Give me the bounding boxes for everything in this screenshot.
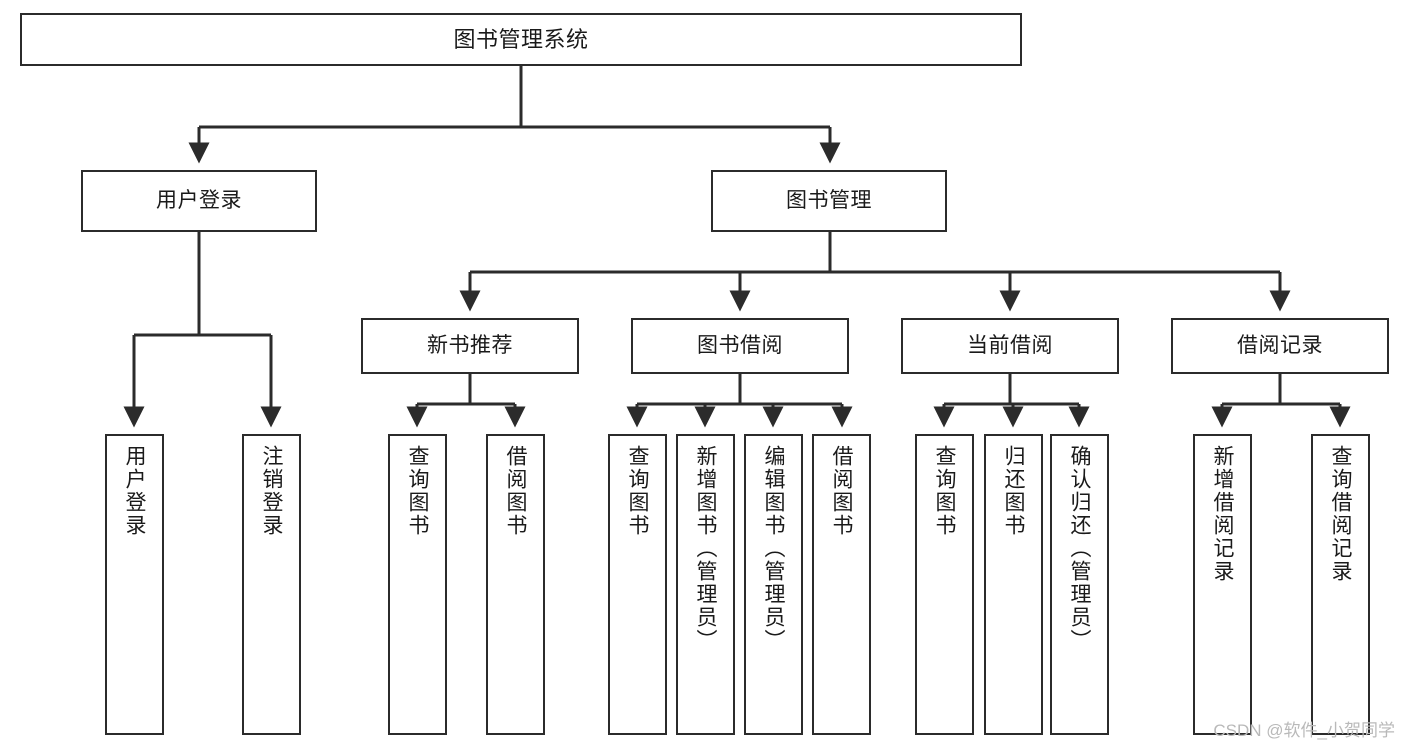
node-label: 查询借阅记录 (1329, 445, 1352, 583)
watermark: CSDN @软件_小贺同学 (1213, 721, 1395, 740)
node-label: 借阅图书 (504, 445, 527, 537)
leaf-current-borrow-return-book[interactable]: 归还图书 (984, 434, 1043, 735)
node-label: 借阅记录 (1237, 333, 1323, 357)
node-label: 查询图书 (406, 445, 429, 537)
node-label: 查询图书 (626, 445, 649, 537)
node-borrow-record[interactable]: 借阅记录 (1171, 318, 1389, 374)
node-root-book-management-system[interactable]: 图书管理系统 (20, 13, 1022, 66)
node-label: 图书管理 (786, 188, 872, 212)
node-book-management[interactable]: 图书管理 (711, 170, 947, 232)
leaf-book-borrow-add-book-admin[interactable]: 新增图书（管理员） (676, 434, 735, 735)
node-new-book-recommend[interactable]: 新书推荐 (361, 318, 579, 374)
node-label: 图书借阅 (697, 333, 783, 357)
node-label: 借阅图书 (830, 445, 853, 537)
leaf-current-borrow-query-book[interactable]: 查询图书 (915, 434, 974, 735)
node-label: 图书管理系统 (453, 26, 589, 52)
node-label: 查询图书 (933, 445, 956, 537)
node-label: 归还图书 (1002, 445, 1025, 537)
leaf-book-borrow-query-book[interactable]: 查询图书 (608, 434, 667, 735)
node-label: 新增借阅记录 (1211, 445, 1234, 583)
leaf-book-borrow-borrow-book[interactable]: 借阅图书 (812, 434, 871, 735)
leaf-new-book-query-book[interactable]: 查询图书 (388, 434, 447, 735)
node-label: 用户登录 (156, 188, 242, 212)
node-book-borrow[interactable]: 图书借阅 (631, 318, 849, 374)
node-user-login[interactable]: 用户登录 (81, 170, 317, 232)
node-label: 确认归还（管理员） (1068, 445, 1091, 652)
node-label: 新书推荐 (427, 333, 513, 357)
leaf-book-borrow-edit-book-admin[interactable]: 编辑图书（管理员） (744, 434, 803, 735)
leaf-user-login-logout[interactable]: 注销登录 (242, 434, 301, 735)
leaf-borrow-record-query-record[interactable]: 查询借阅记录 (1311, 434, 1370, 735)
node-label: 当前借阅 (967, 333, 1053, 357)
node-label: 注销登录 (260, 445, 283, 537)
leaf-borrow-record-add-record[interactable]: 新增借阅记录 (1193, 434, 1252, 735)
node-current-borrow[interactable]: 当前借阅 (901, 318, 1119, 374)
leaf-new-book-borrow-book[interactable]: 借阅图书 (486, 434, 545, 735)
leaf-user-login-login[interactable]: 用户登录 (105, 434, 164, 735)
node-label: 编辑图书（管理员） (762, 445, 785, 652)
leaf-current-borrow-confirm-return-admin[interactable]: 确认归还（管理员） (1050, 434, 1109, 735)
node-label: 用户登录 (123, 445, 146, 537)
node-label: 新增图书（管理员） (694, 445, 717, 652)
